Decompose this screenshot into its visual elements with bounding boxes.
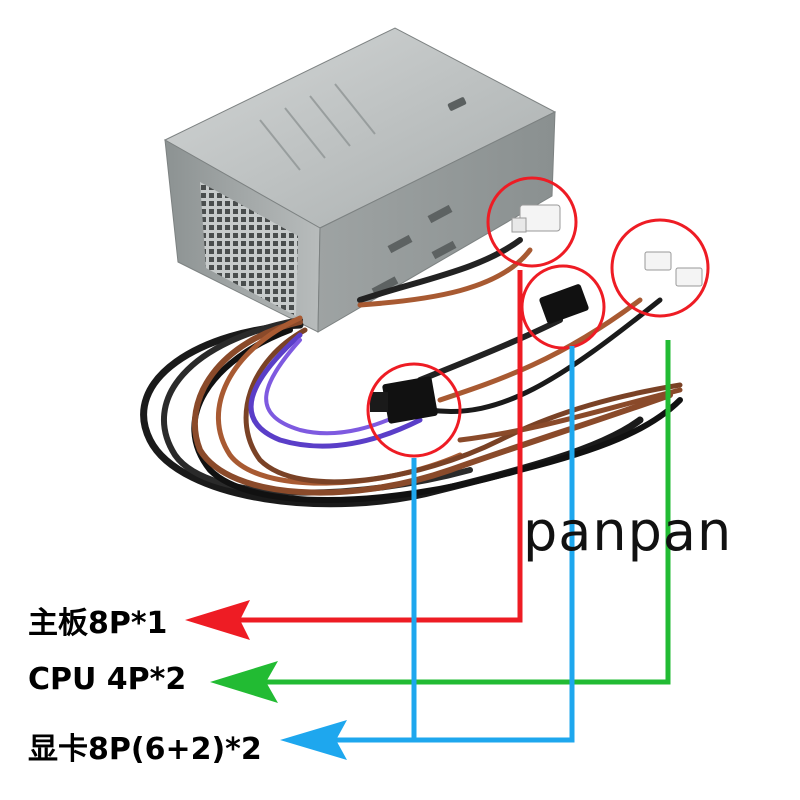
highlight-circle-mb-connector bbox=[486, 176, 578, 268]
legend-label-gpu: 显卡8P(6+2)*2 bbox=[28, 732, 262, 767]
leader-line-gpu bbox=[335, 346, 575, 743]
connector-black-8p-right bbox=[539, 284, 589, 324]
psu-body bbox=[163, 27, 557, 333]
connector-white-4p-pair bbox=[644, 251, 703, 287]
leader-line-mb bbox=[240, 270, 523, 623]
leader-line-cpu bbox=[265, 340, 671, 685]
highlight-circle-gpu-connector-left bbox=[366, 362, 462, 458]
highlight-circle-cpu-connector bbox=[610, 218, 710, 318]
connector-white-8p-top bbox=[511, 204, 561, 233]
connector-black-8p-center bbox=[370, 376, 438, 424]
arrow-mb-icon bbox=[185, 600, 250, 640]
arrow-cpu-icon bbox=[210, 661, 278, 703]
arrow-gpu-icon bbox=[280, 720, 347, 760]
watermark-text: panpan bbox=[523, 500, 733, 563]
legend-label-cpu: CPU 4P*2 bbox=[28, 662, 187, 697]
cable-bundle bbox=[140, 237, 683, 508]
vent-grill bbox=[200, 182, 298, 316]
legend-label-mb: 主板8P*1 bbox=[28, 606, 168, 641]
